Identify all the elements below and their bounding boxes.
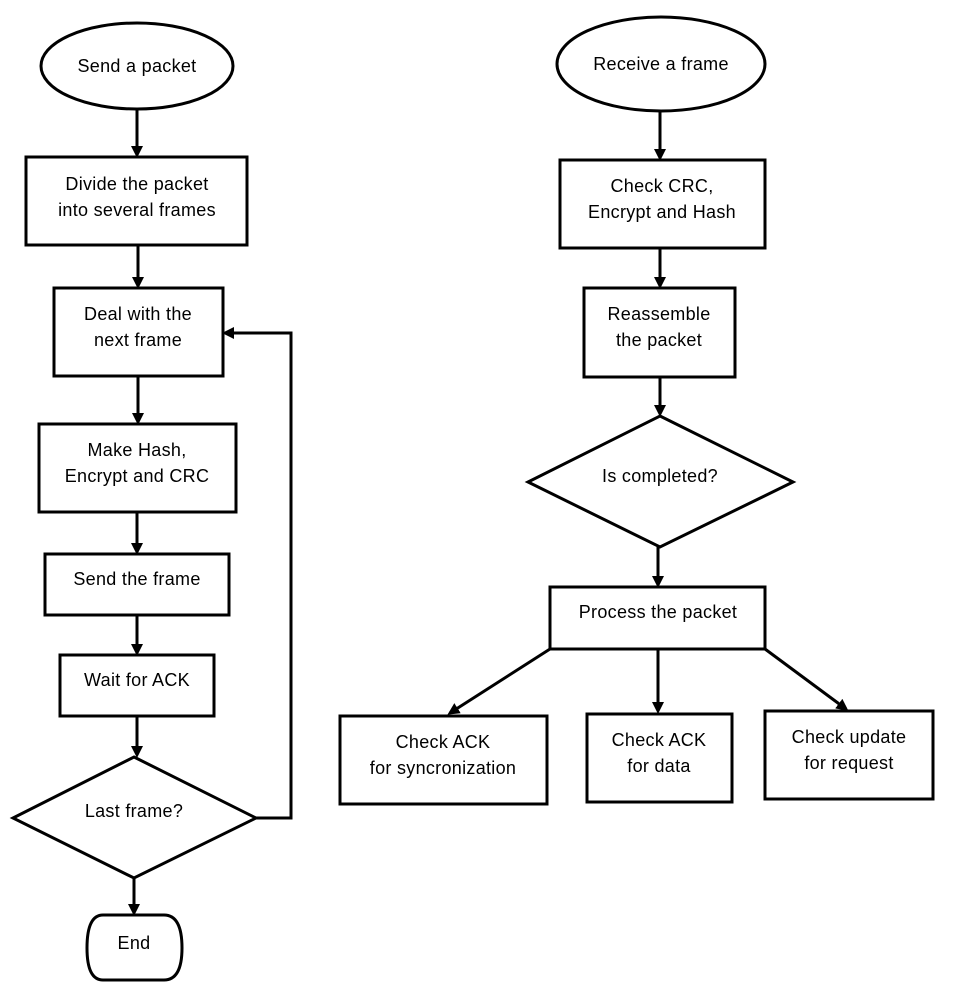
wait-ack-label: Wait for ACK xyxy=(84,670,190,690)
check-ack-data-label-line1: Check ACK xyxy=(612,730,707,750)
check-update-label-line2: for request xyxy=(804,753,893,773)
process-packet-label: Process the packet xyxy=(579,602,737,622)
check-ack-data-node xyxy=(585,712,734,804)
divide-packet-node xyxy=(24,155,249,247)
divide-packet-label-line2: into several frames xyxy=(58,200,216,220)
sender-flow: Send a packet Divide the packet into sev… xyxy=(9,21,293,982)
receive-frame-label: Receive a frame xyxy=(593,54,729,74)
check-update-label-line1: Check update xyxy=(792,727,907,747)
reassemble-label-line2: the packet xyxy=(616,330,702,350)
arrow-process-to-ack-sync xyxy=(447,647,551,715)
send-frame-label: Send the frame xyxy=(73,569,200,589)
divide-packet-label-line1: Divide the packet xyxy=(65,174,208,194)
reassemble-node xyxy=(582,286,737,379)
make-hash-node xyxy=(37,422,238,514)
send-packet-label: Send a packet xyxy=(78,56,197,76)
is-completed-label: Is completed? xyxy=(602,466,718,486)
check-ack-sync-node xyxy=(338,714,549,806)
check-ack-data-label-line2: for data xyxy=(627,756,691,776)
reassemble-label-line1: Reassemble xyxy=(607,304,710,324)
check-crc-node xyxy=(558,158,767,250)
check-crc-label-line1: Check CRC, xyxy=(610,176,713,196)
arrow-loop-back-to-next-frame xyxy=(222,327,293,820)
end-terminal-node xyxy=(85,913,184,982)
is-completed-decision-node xyxy=(524,414,797,549)
receiver-flow: Receive a frame Check CRC, Encrypt and H… xyxy=(338,15,935,806)
deal-next-frame-label-line2: next frame xyxy=(94,330,182,350)
make-hash-label-line2: Encrypt and CRC xyxy=(65,466,210,486)
make-hash-label-line1: Make Hash, xyxy=(87,440,186,460)
end-label: End xyxy=(118,933,151,953)
process-packet-node xyxy=(548,585,767,651)
check-ack-sync-label-line2: for syncronization xyxy=(370,758,516,778)
check-update-node xyxy=(763,709,935,801)
arrow-process-to-check-update xyxy=(764,647,849,711)
check-crc-label-line2: Encrypt and Hash xyxy=(588,202,736,222)
deal-next-frame-label-line1: Deal with the xyxy=(84,304,192,324)
check-ack-sync-label-line1: Check ACK xyxy=(396,732,491,752)
last-frame-label: Last frame? xyxy=(85,801,183,821)
